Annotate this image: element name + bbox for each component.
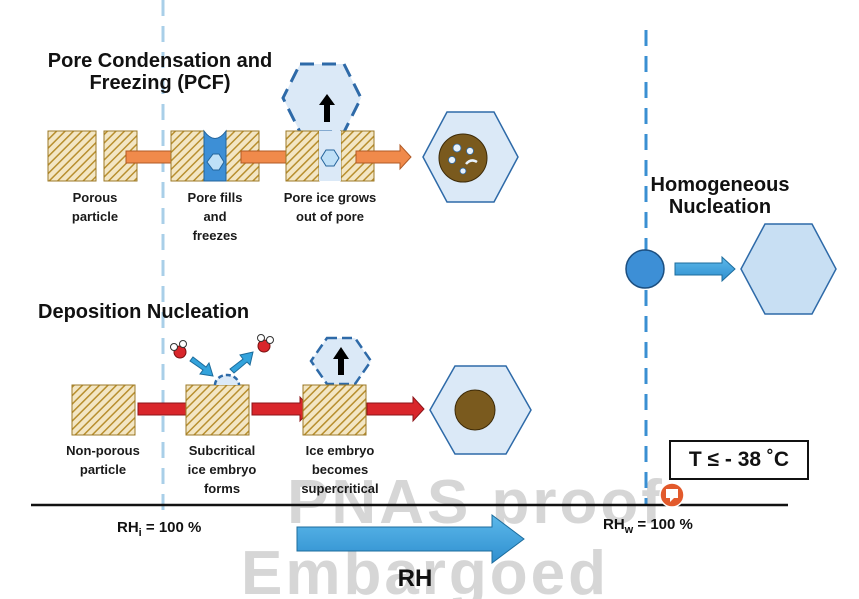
deposition-step-2-line1: Subcritical — [188, 443, 256, 458]
deposition-step-3-line2: becomes — [311, 462, 369, 477]
water-molecule-outgoing — [229, 334, 274, 374]
deposition-step-3-line3: supercritical — [301, 481, 379, 496]
rh-ice-label: RHi = 100 % — [117, 519, 201, 539]
deposition-step-1-line2: particle — [79, 462, 127, 477]
pcf-step-3-line2: out of pore — [296, 209, 364, 224]
rh-axis-label: RH — [397, 565, 433, 592]
pcf-step-1-line1: Porous — [72, 190, 118, 205]
deposition-step-2-line2: ice embryo — [187, 462, 257, 477]
rh-ice-base: RH — [117, 519, 139, 536]
deposition-step-1-label: Non-porous particle — [58, 441, 148, 479]
pcf-step-3-line1: Pore ice grows — [283, 190, 377, 205]
pcf-step-2-label: Pore fills and freezes — [165, 188, 265, 245]
homogeneous-title-line2: Nucleation — [668, 196, 772, 218]
water-molecule-incoming — [170, 340, 214, 377]
pcf-step-1-line2: particle — [71, 209, 119, 224]
pcf-arrow-3 — [355, 143, 412, 171]
deposition-step-2-label: Subcritical ice embryo forms — [172, 441, 272, 498]
deposition-ice-crystal — [429, 365, 532, 455]
pcf-step-3-label: Pore ice grows out of pore — [274, 188, 386, 226]
homogeneous-ice-crystal — [740, 223, 837, 315]
rh-ice-value: = 100 % — [141, 519, 202, 536]
homogeneous-title: Homogeneous Nucleation — [630, 174, 810, 218]
comment-icon[interactable] — [659, 482, 685, 508]
subcritical-embryo-particle — [185, 373, 250, 436]
deposition-step-1-line1: Non-porous — [66, 443, 140, 458]
deposition-title: Deposition Nucleation — [38, 301, 250, 323]
rh-ice-sub: i — [138, 527, 142, 539]
non-porous-particle — [71, 384, 136, 436]
homogeneous-title-line1: Homogeneous — [650, 174, 790, 196]
rh-water-base: RH — [603, 516, 625, 533]
supercritical-embryo-particle — [302, 336, 373, 436]
pcf-title: Pore Condensation and Freezing (PCF) — [30, 50, 290, 94]
pcf-title-line1: Pore Condensation and — [47, 50, 273, 72]
deposition-arrow-3 — [366, 395, 425, 423]
rh-water-value: = 100 % — [633, 516, 693, 533]
pcf-step-1-label: Porous particle — [50, 188, 140, 226]
pcf-step-2-line1: Pore fills — [187, 190, 243, 205]
temperature-condition-box: T ≤ - 38 ˚C — [669, 440, 809, 480]
deposition-step-3-label: Ice embryo becomes supercritical — [290, 441, 390, 498]
watermark-line1: PNAS proof — [287, 468, 665, 537]
homogeneous-arrow — [674, 255, 736, 283]
rh-increase-arrow — [296, 514, 525, 564]
deposition-step-2-line3: forms — [203, 481, 241, 496]
pcf-step-2-line2: and — [203, 209, 227, 224]
porous-particle — [47, 130, 138, 182]
deposition-step-3-line1: Ice embryo — [305, 443, 375, 458]
pcf-ice-crystal — [422, 111, 519, 203]
rh-water-label: RHw = 100 % — [603, 516, 693, 536]
pcf-title-line2: Freezing (PCF) — [89, 72, 231, 94]
deposition-arrow-2 — [251, 395, 312, 423]
pcf-step-2-line3: freezes — [192, 228, 238, 243]
supercooled-droplet — [625, 249, 665, 289]
rh-water-sub: w — [624, 524, 634, 536]
